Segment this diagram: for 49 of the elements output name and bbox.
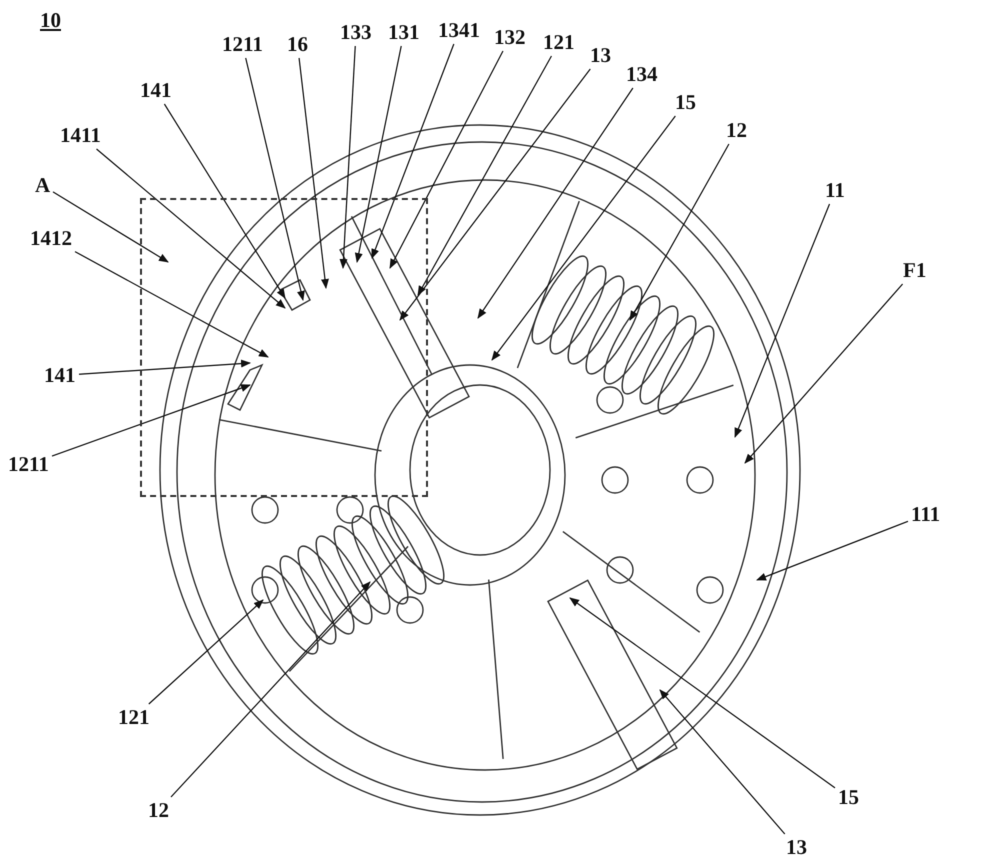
callout-number: 1412: [30, 228, 72, 249]
leader-line: [52, 191, 169, 263]
callout-number: 1411: [60, 125, 101, 146]
callout-number: 133: [340, 22, 372, 43]
leader-line: [744, 284, 904, 464]
callout-number: 132: [494, 27, 526, 48]
leader-line: [96, 148, 286, 309]
leader-line: [491, 116, 676, 361]
leader-line: [756, 520, 908, 581]
callout-number: 16: [287, 34, 308, 55]
leader-line: [569, 597, 836, 788]
callout-number: 15: [675, 92, 696, 113]
callout-number: 13: [590, 45, 611, 66]
callout-number: 1211: [8, 454, 49, 475]
leader-line: [74, 251, 269, 358]
callout-number: 1211: [222, 34, 263, 55]
leader-line: [245, 58, 305, 301]
leader-line: [340, 46, 356, 269]
leader-line: [371, 44, 454, 259]
callout-number: 12: [726, 120, 747, 141]
callout-number: A: [35, 175, 50, 196]
leader-line: [354, 46, 402, 263]
callout-number: 111: [911, 504, 940, 525]
leader-line: [298, 58, 329, 289]
leader-line: [389, 50, 504, 269]
callout-number: 1341: [438, 20, 480, 41]
callout-number: 121: [543, 32, 574, 53]
figure-number: 10: [40, 10, 61, 31]
leader-line: [477, 88, 634, 319]
callout-number: 11: [825, 180, 845, 201]
callout-number: 141: [44, 365, 76, 386]
callout-number: 141: [140, 80, 172, 101]
callout-number: 131: [388, 22, 420, 43]
leader-line: [659, 689, 786, 834]
callout-number: 15: [838, 787, 859, 808]
leader-line: [164, 104, 286, 299]
leader-line: [734, 204, 830, 438]
leader-line: [417, 56, 552, 296]
leader-line: [148, 599, 264, 704]
leader-line: [170, 581, 371, 798]
leader-line: [78, 360, 251, 375]
callout-number: 121: [118, 707, 150, 728]
callout-number: 12: [148, 800, 169, 821]
callout-number: 134: [626, 64, 658, 85]
callout-number: F1: [903, 260, 926, 281]
leader-line: [52, 384, 251, 457]
leader-line: [629, 144, 730, 321]
callout-number: 13: [786, 837, 807, 858]
leader-line: [399, 68, 591, 321]
